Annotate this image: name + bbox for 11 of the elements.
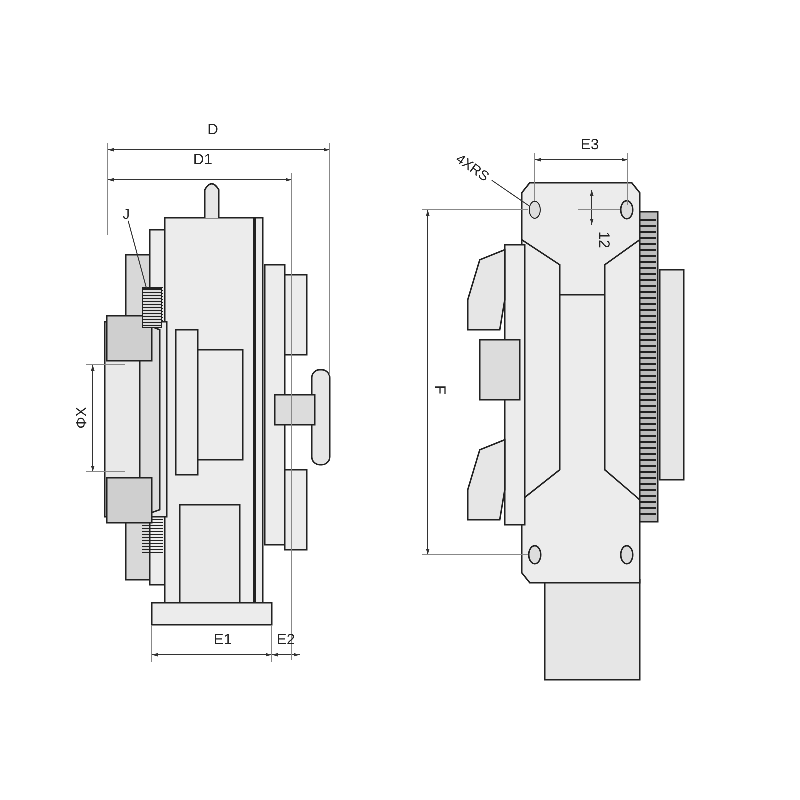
dimension-label: E3 [580, 138, 600, 152]
dimension-label: 12 [596, 232, 612, 248]
part-label: J [123, 207, 130, 221]
dimension-label: D1 [193, 152, 213, 168]
leader-line [128, 220, 148, 288]
dimension-label: D [208, 122, 218, 138]
dimension-label: E1 [214, 632, 232, 648]
dimension-label: F [432, 385, 448, 395]
dimension-label: E2 [276, 632, 296, 648]
dimension-label: ΦX [74, 407, 90, 429]
leader-line [491, 180, 530, 206]
